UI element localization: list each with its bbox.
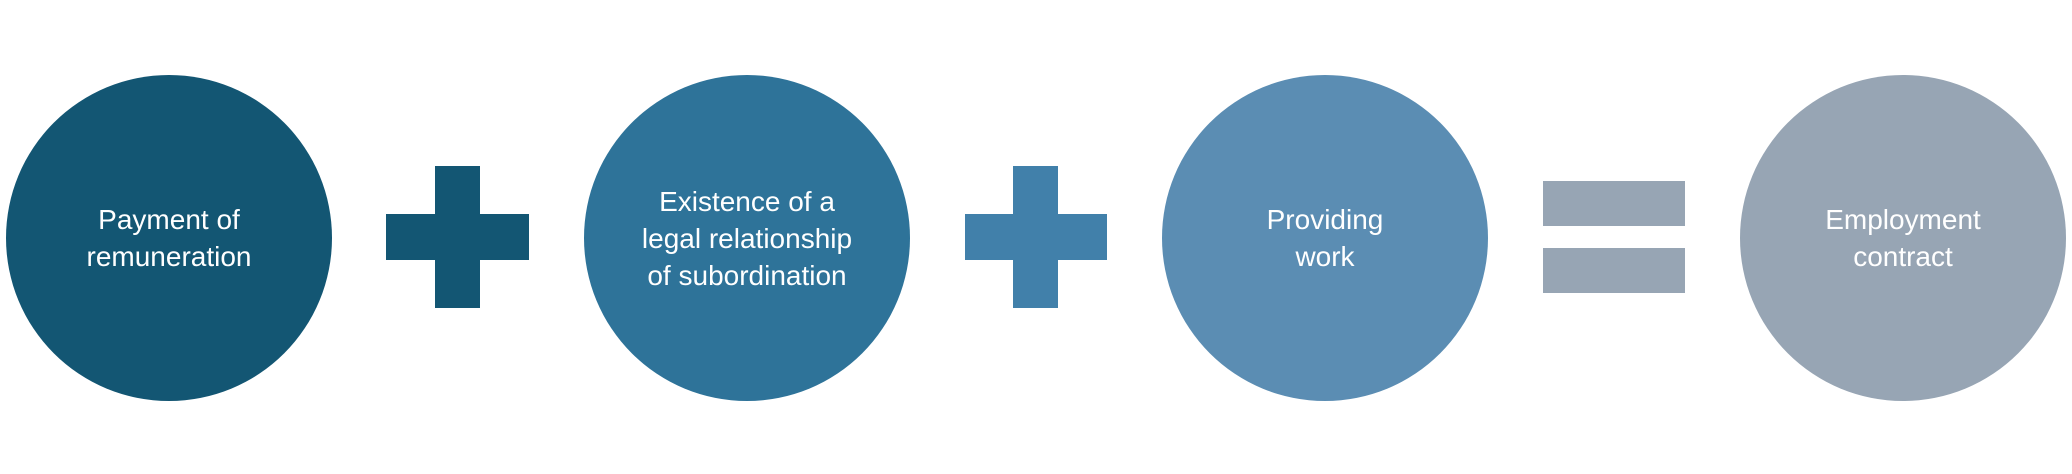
circle-label: Providing work [1266,204,1384,272]
circle-employment-contract: Employment contract [1740,75,2066,401]
circle-label: Payment of remuneration [86,204,252,272]
circle-label: Employment contract [1825,204,1981,272]
circle-legal-subordination: Existence of a legal relationship of sub… [584,75,910,401]
circle-providing-work: Providing work [1162,75,1488,401]
circle-payment-of-remuneration: Payment of remuneration [6,75,332,401]
circle-label: Existence of a legal relationship of sub… [641,185,853,291]
